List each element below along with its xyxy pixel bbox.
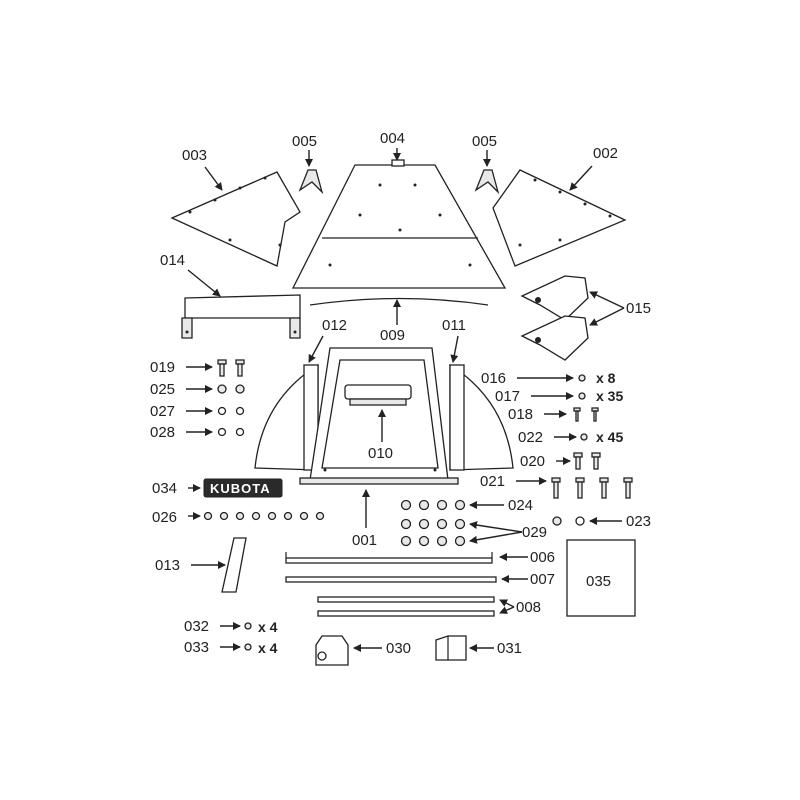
label-004: 004 bbox=[380, 130, 405, 147]
part-003-left-panel bbox=[170, 171, 301, 267]
part-008-rails bbox=[317, 596, 495, 617]
part-034-badge: KUBOTA bbox=[203, 478, 283, 498]
part-013-strip bbox=[221, 537, 247, 593]
label-012: 012 bbox=[322, 317, 347, 334]
part-032-screw bbox=[244, 622, 252, 630]
label-032: 032 bbox=[184, 618, 209, 635]
qty-022: x 45 bbox=[596, 429, 623, 445]
label-022: 022 bbox=[518, 429, 543, 446]
label-017: 017 bbox=[495, 388, 520, 405]
part-007-rail bbox=[285, 576, 497, 583]
part-020-bolts bbox=[573, 452, 601, 470]
part-030-clip bbox=[315, 635, 349, 666]
part-017-screw bbox=[578, 392, 586, 400]
part-028-washers bbox=[217, 427, 245, 437]
label-002: 002 bbox=[593, 145, 618, 162]
label-031: 031 bbox=[497, 640, 522, 657]
part-006-rail bbox=[285, 552, 493, 564]
label-008: 008 bbox=[516, 599, 541, 616]
label-005-right: 005 bbox=[472, 133, 497, 150]
label-030: 030 bbox=[386, 640, 411, 657]
label-007: 007 bbox=[530, 571, 555, 588]
label-035: 035 bbox=[586, 573, 611, 590]
label-006: 006 bbox=[530, 549, 555, 566]
label-019: 019 bbox=[150, 359, 175, 376]
label-029: 029 bbox=[522, 524, 547, 541]
part-018-bolts bbox=[573, 407, 599, 422]
part-009-rod bbox=[309, 297, 489, 306]
label-018: 018 bbox=[508, 406, 533, 423]
label-020: 020 bbox=[520, 453, 545, 470]
part-005-left-bracket bbox=[298, 169, 324, 195]
part-016-screw bbox=[578, 374, 586, 382]
part-027-washers bbox=[217, 406, 245, 416]
qty-032: x 4 bbox=[258, 619, 278, 635]
label-023: 023 bbox=[626, 513, 651, 530]
part-015-brackets bbox=[520, 275, 589, 361]
label-005-left: 005 bbox=[292, 133, 317, 150]
qty-016: x 8 bbox=[596, 370, 616, 386]
label-033: 033 bbox=[184, 639, 209, 656]
label-034: 034 bbox=[152, 480, 177, 497]
part-004-top-hood bbox=[291, 159, 507, 289]
label-013: 013 bbox=[155, 557, 180, 574]
label-015: 015 bbox=[626, 300, 651, 317]
label-027: 027 bbox=[150, 403, 175, 420]
part-010-handle bbox=[344, 384, 412, 406]
label-021: 021 bbox=[480, 473, 505, 490]
part-035-manual bbox=[566, 539, 636, 617]
part-031-clip bbox=[435, 635, 467, 661]
part-005-right-bracket bbox=[474, 169, 500, 195]
label-014: 014 bbox=[160, 252, 185, 269]
label-016: 016 bbox=[481, 370, 506, 387]
part-001-frame bbox=[299, 347, 459, 485]
part-021-bolts bbox=[551, 477, 633, 499]
qty-033: x 4 bbox=[258, 640, 278, 656]
label-026: 026 bbox=[152, 509, 177, 526]
part-025-nuts bbox=[217, 384, 245, 394]
part-011-right-frame bbox=[449, 363, 514, 471]
qty-017: x 35 bbox=[596, 388, 623, 404]
label-001: 001 bbox=[352, 532, 377, 549]
part-023-washer-a bbox=[552, 516, 562, 526]
label-028: 028 bbox=[150, 424, 175, 441]
part-023-washer-b bbox=[575, 516, 585, 526]
label-024: 024 bbox=[508, 497, 533, 514]
label-010: 010 bbox=[368, 445, 393, 462]
part-026-nuts bbox=[203, 511, 325, 521]
part-012-left-frame bbox=[254, 363, 319, 471]
part-002-right-panel bbox=[492, 169, 627, 267]
label-009: 009 bbox=[380, 327, 405, 344]
badge-text: KUBOTA bbox=[210, 481, 271, 496]
part-014-bracket bbox=[181, 294, 301, 339]
label-003: 003 bbox=[182, 147, 207, 164]
label-011: 011 bbox=[442, 317, 466, 334]
label-025: 025 bbox=[150, 381, 175, 398]
part-022-rivet bbox=[580, 433, 588, 441]
part-029-nuts bbox=[400, 518, 466, 547]
part-033-nut bbox=[244, 643, 252, 651]
part-019-bolts bbox=[217, 359, 245, 377]
part-024-washers bbox=[400, 499, 466, 511]
